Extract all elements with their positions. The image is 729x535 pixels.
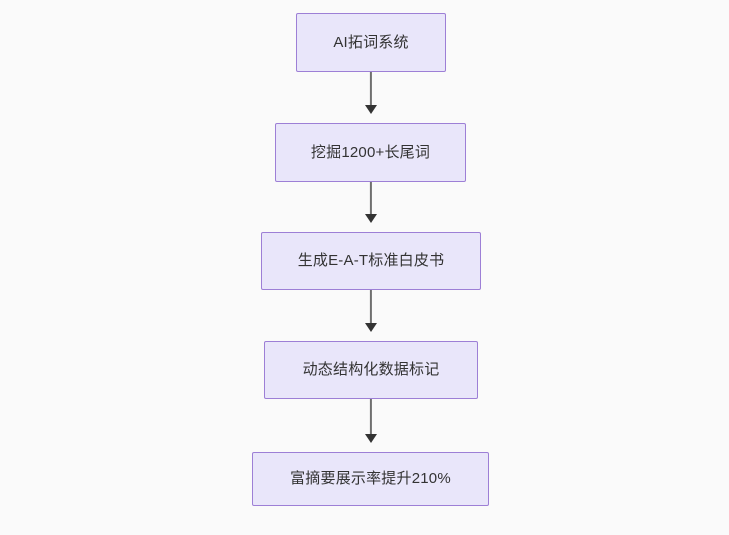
flow-node-label: 生成E-A-T标准白皮书 xyxy=(297,252,445,269)
flow-node-label: 动态结构化数据标记 xyxy=(302,361,440,378)
edge-line xyxy=(369,182,373,215)
arrowhead-icon xyxy=(365,323,377,332)
arrowhead-icon xyxy=(365,105,377,114)
edge-line xyxy=(369,290,373,324)
edge-line xyxy=(369,399,373,435)
flow-node-dynamic-structured-data-markup[interactable]: 动态结构化数据标记 xyxy=(264,341,478,399)
flow-node-label: AI拓词系统 xyxy=(333,33,409,51)
arrowhead-icon xyxy=(365,434,377,443)
flow-node-mine-longtail-keywords[interactable]: 挖掘1200+长尾词 xyxy=(275,123,466,182)
flow-node-label: 挖掘1200+长尾词 xyxy=(310,143,431,161)
flow-node-generate-eat-whitepaper[interactable]: 生成E-A-T标准白皮书 xyxy=(261,232,481,290)
flow-node-label: 富摘要展示率提升210% xyxy=(290,470,451,487)
edge-line xyxy=(369,72,373,106)
flow-node-ai-keyword-system[interactable]: AI拓词系统 xyxy=(296,13,446,72)
arrowhead-icon xyxy=(365,214,377,223)
flow-node-rich-snippet-rate-increase[interactable]: 富摘要展示率提升210% xyxy=(252,452,489,506)
